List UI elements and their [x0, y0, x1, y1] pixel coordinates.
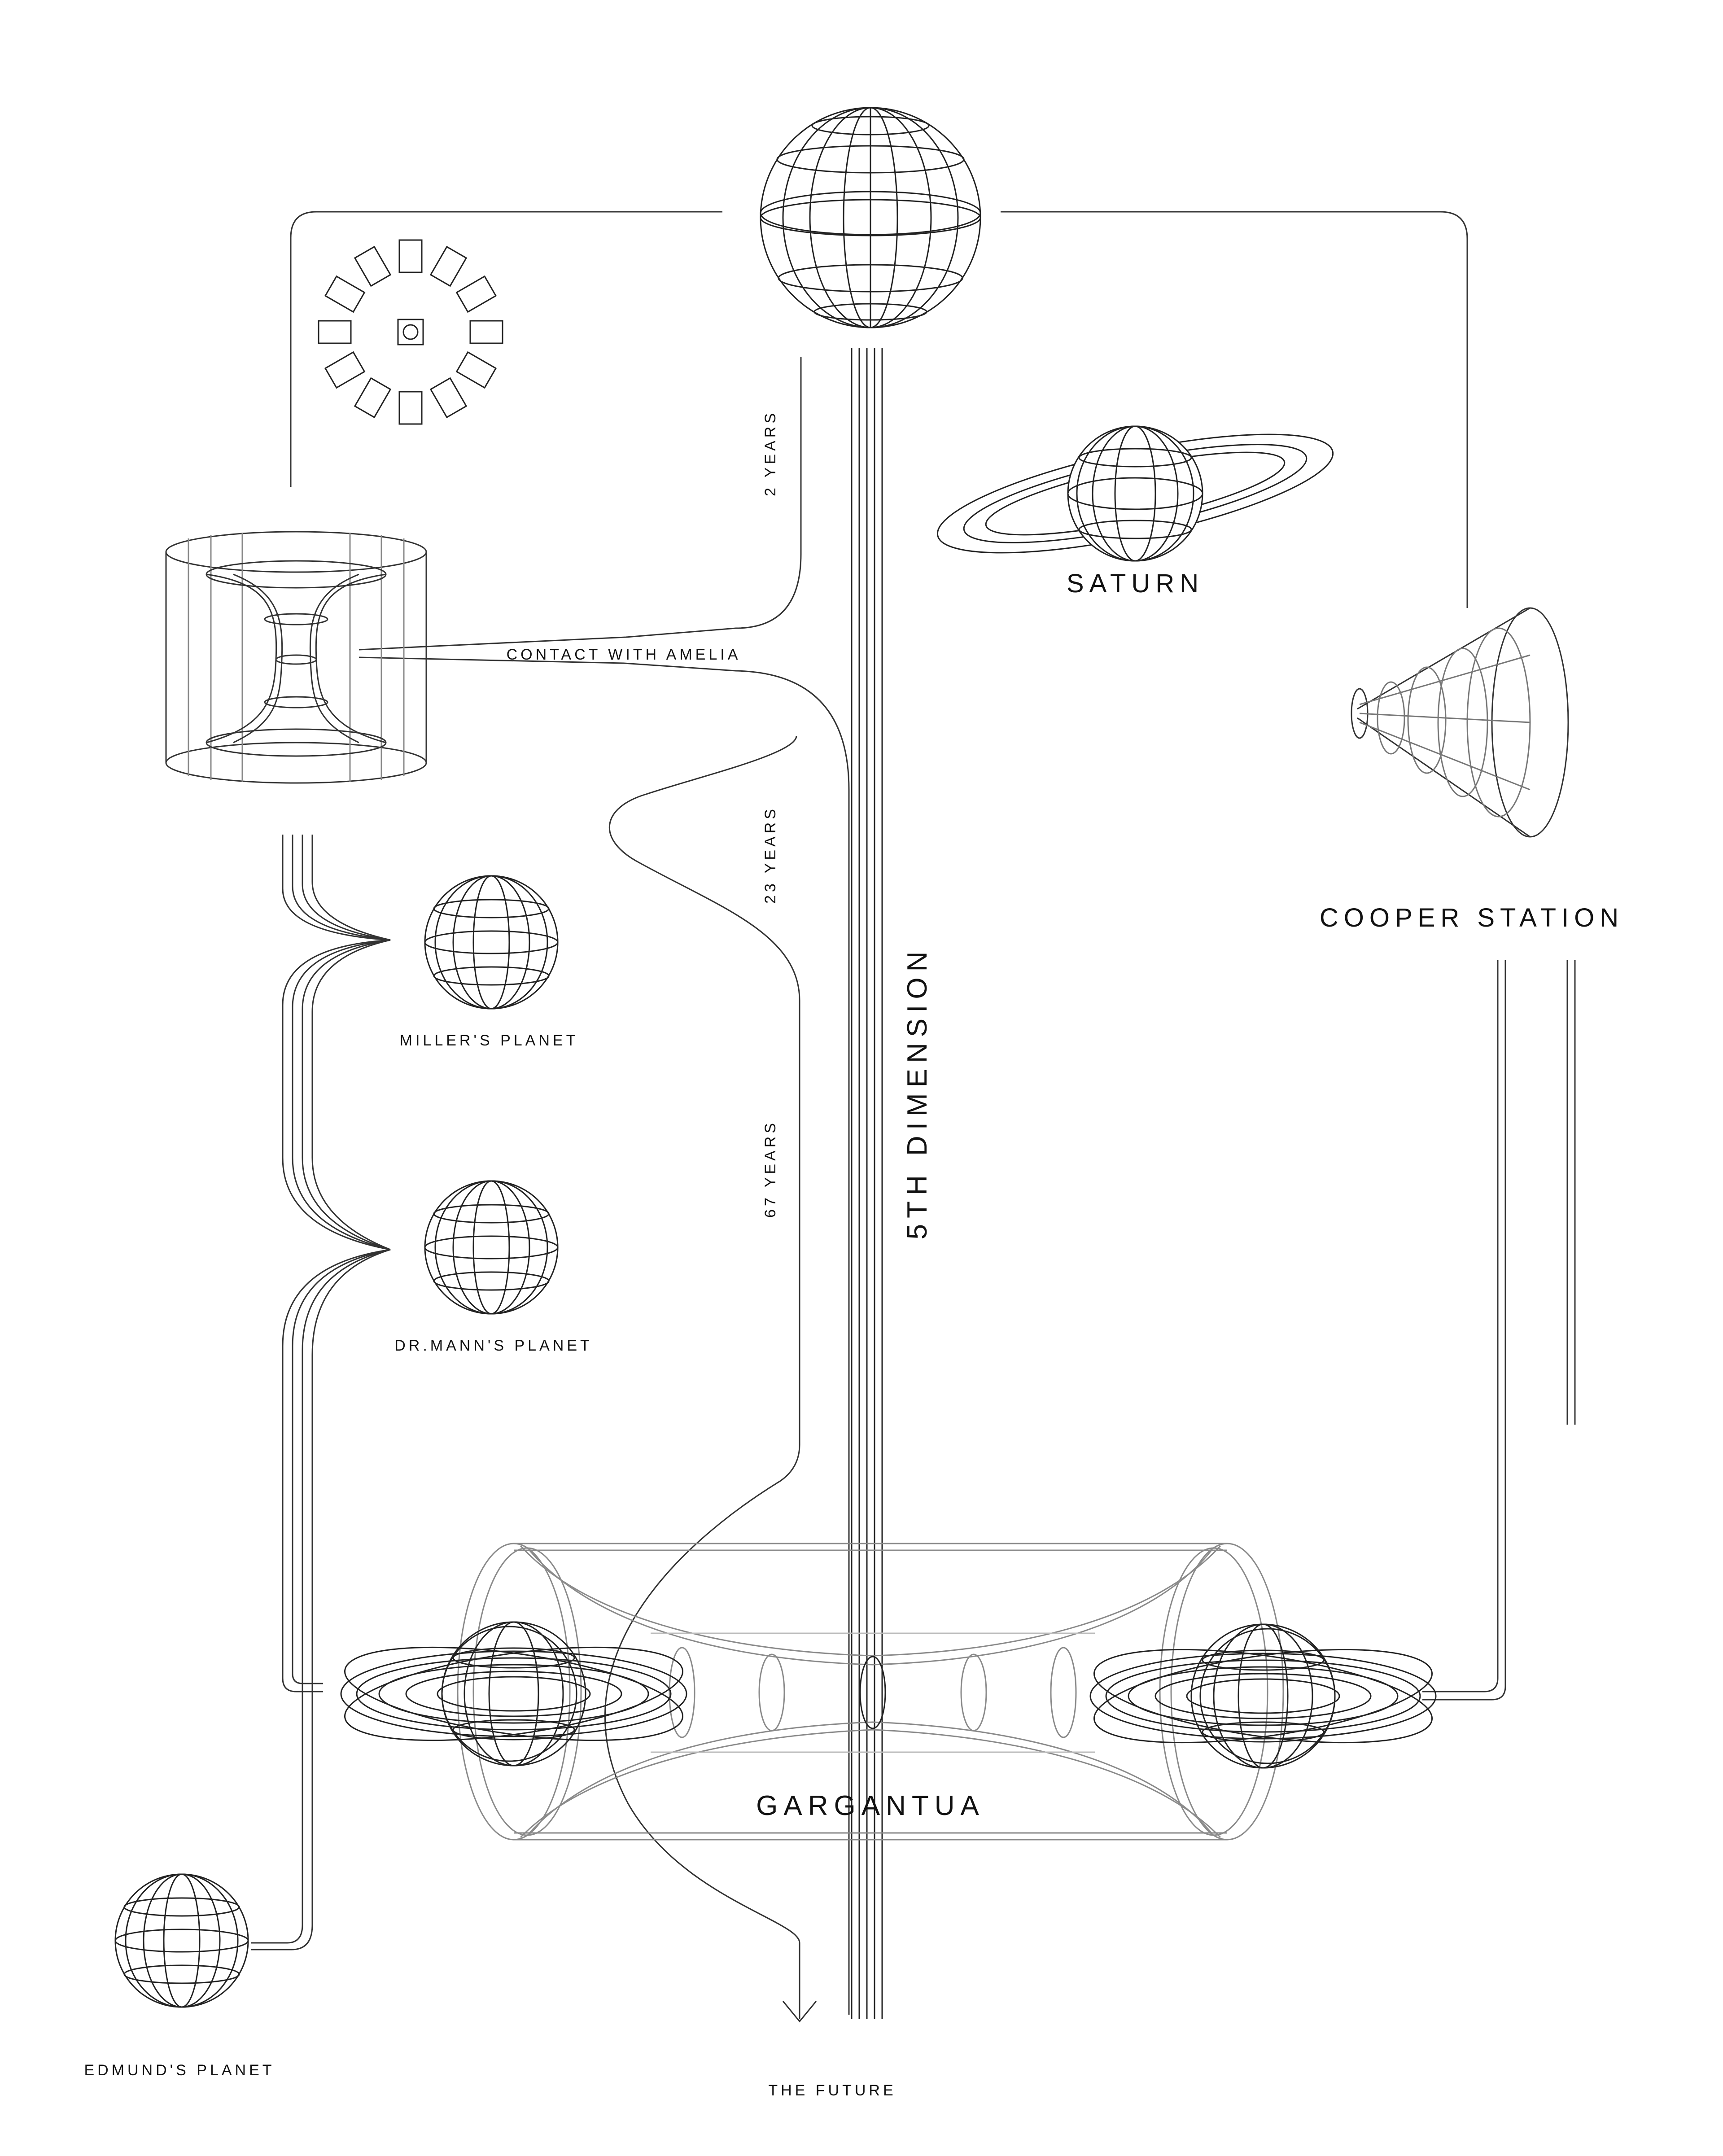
twenty-three-years-label: 23 YEARS [762, 806, 779, 904]
the-future-label: THE FUTURE [768, 2082, 896, 2099]
fifth-dimension-label: 5TH DIMENSION [902, 946, 933, 1240]
text-labels: SATURN COOPER STATION CONTACT WITH AMELI… [84, 410, 1624, 2099]
earth-globe [760, 107, 981, 328]
earth-to-wormhole-line [290, 211, 722, 487]
millers-planet [424, 875, 559, 1010]
amelia-wave-line [604, 735, 800, 2019]
dr-manns-planet-label: DR.MANN'S PLANET [394, 1337, 593, 1354]
wormhole [165, 531, 427, 784]
gargantua-tube [457, 1543, 1284, 1841]
millers-planet-label: MILLER'S PLANET [400, 1032, 579, 1049]
gargantua-right-black-hole [1089, 1623, 1437, 1769]
cooper-station-cone [1351, 607, 1569, 838]
cooper-station-label: COOPER STATION [1320, 903, 1624, 932]
gargantua-label: GARGANTUA [756, 1790, 985, 1821]
dr-manns-planet [424, 1180, 559, 1315]
sixty-seven-years-label: 67 YEARS [762, 1120, 779, 1218]
two-years-label: 2 YEARS [762, 410, 779, 496]
future-arrow-head [782, 2001, 817, 2023]
saturn-planet [936, 425, 1334, 562]
two-years-line [359, 357, 802, 651]
edmunds-planet-label: EDMUND'S PLANET [84, 2062, 275, 2079]
tesseract-ring [318, 239, 503, 425]
fifth-dimension-bundle [851, 348, 883, 2019]
cooper-return-line-a [1422, 960, 1499, 1692]
contact-line-lower [359, 656, 850, 2015]
earth-to-cooper-line [1001, 211, 1468, 608]
left-brace-lines [251, 835, 391, 1950]
contact-with-amelia-label: CONTACT WITH AMELIA [507, 646, 741, 663]
cooper-return-line-b [1422, 960, 1506, 1701]
saturn-label: SATURN [1067, 569, 1204, 598]
gargantua-left-black-hole [340, 1621, 687, 1767]
edmunds-planet [114, 1873, 249, 2008]
connector-lines [290, 211, 1576, 2023]
